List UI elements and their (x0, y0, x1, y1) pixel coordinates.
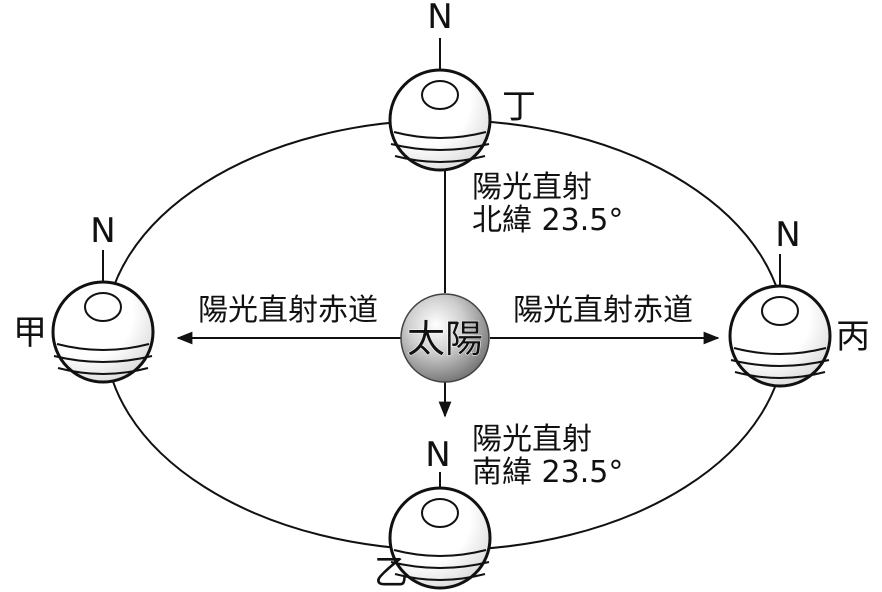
caption-east-equator: 陽光直射赤道 (513, 293, 693, 328)
polar-cap (421, 80, 459, 110)
caption-north-line2: 北緯 23.5° (472, 203, 623, 238)
north-label: N (425, 435, 450, 475)
earth-sphere (388, 486, 492, 590)
polar-cap (761, 296, 799, 326)
caption-north-line1: 陽光直射 (472, 170, 592, 205)
latitude-band (390, 143, 490, 151)
north-label: N (427, 0, 452, 37)
latitude-band (730, 359, 830, 367)
latitude-band (393, 549, 487, 557)
latitude-band (57, 367, 149, 375)
latitude-band (56, 343, 150, 351)
caption-west-equator: 陽光直射赤道 (198, 293, 378, 328)
latitude-band (394, 155, 486, 163)
earth-jia: N 甲 (13, 211, 155, 384)
caption-south-line1: 陽光直射 (472, 422, 592, 457)
latitude-band (390, 561, 490, 569)
sun: 太陽 (400, 293, 490, 383)
caption-south-line2: 南緯 23.5° (472, 455, 623, 490)
latitude-band (394, 573, 486, 581)
sun-label: 太陽 (407, 317, 483, 361)
sunlight-rays (176, 146, 720, 418)
polar-cap (84, 292, 122, 322)
position-label-ding: 丁 (502, 87, 536, 127)
polar-cap (421, 498, 459, 528)
sun-sphere (400, 293, 490, 383)
latitude-band (393, 131, 487, 139)
earth-bing: N 丙 (728, 215, 870, 388)
latitude-band (733, 347, 827, 355)
latitude-band (53, 355, 153, 363)
latitude-band (734, 371, 826, 379)
earth-sphere (728, 284, 832, 388)
north-label: N (90, 211, 115, 251)
north-label: N (775, 215, 800, 255)
position-label-bing: 丙 (836, 317, 870, 357)
position-label-yi: 乙 (374, 553, 408, 592)
earth-sphere (388, 68, 492, 172)
earth-sphere (51, 280, 155, 384)
earth-ding: N 丁 (388, 0, 536, 172)
position-label-jia: 甲 (13, 313, 47, 353)
earth-yi: N 乙 (374, 435, 492, 592)
